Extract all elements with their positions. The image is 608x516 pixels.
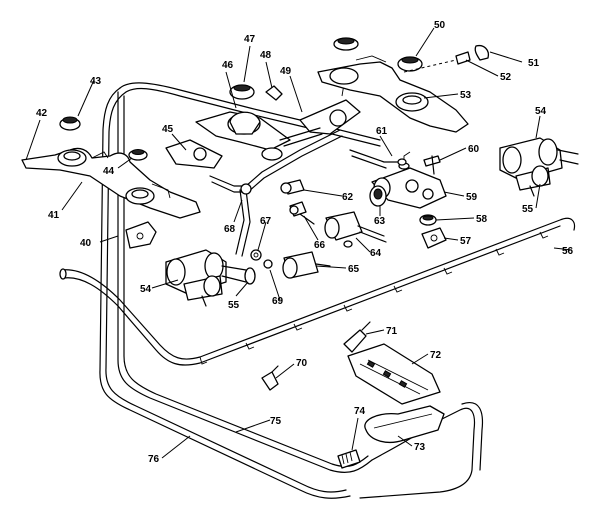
- callout-43: 43: [90, 76, 102, 87]
- callout-54-right: 54: [535, 106, 547, 117]
- clip-40: [125, 221, 157, 249]
- screw-60: [423, 155, 441, 175]
- callout-42: 42: [36, 108, 48, 119]
- callout-40: 40: [80, 238, 92, 249]
- bushing-58: [419, 214, 437, 226]
- callout-68: 68: [224, 224, 236, 235]
- valve-54-right: [499, 137, 579, 197]
- fitting-63: [369, 185, 387, 207]
- callout-51: 51: [528, 58, 540, 69]
- callout-47: 47: [244, 34, 256, 45]
- burner-center: [165, 111, 291, 169]
- burner-72: [347, 343, 441, 405]
- callout-57: 57: [460, 236, 472, 247]
- grommet-47: [229, 84, 255, 100]
- clip-51: [474, 44, 490, 61]
- grommet-44: [128, 149, 148, 161]
- callout-41: 41: [48, 210, 60, 221]
- callout-46: 46: [222, 60, 234, 71]
- callout-56: 56: [562, 246, 574, 257]
- manifold-pipe: [59, 217, 576, 366]
- regulator-59: [371, 151, 447, 209]
- tube-right: [359, 402, 484, 499]
- callout-59: 59: [466, 192, 478, 203]
- callout-73: 73: [414, 442, 426, 453]
- callout-71: 71: [386, 326, 398, 337]
- grommet-43: [59, 116, 81, 131]
- grommet-top: [333, 37, 359, 51]
- callout-60: 60: [468, 144, 480, 155]
- burner-right: [317, 55, 469, 133]
- tube-top: [119, 82, 381, 147]
- callout-44: 44: [103, 166, 115, 177]
- callout-72: 72: [430, 350, 442, 361]
- burner-left: [21, 147, 201, 219]
- callout-69: 69: [272, 296, 284, 307]
- callout-53: 53: [460, 90, 472, 101]
- callout-55-right: 55: [522, 204, 534, 215]
- orifice-74: [337, 449, 361, 469]
- callout-65: 65: [348, 264, 360, 275]
- clip-48: [265, 85, 283, 101]
- callout-75: 75: [270, 416, 282, 427]
- callout-48: 48: [260, 50, 272, 61]
- tube-76: [99, 87, 351, 499]
- valve-64: [324, 211, 387, 248]
- callout-49: 49: [280, 66, 292, 77]
- callout-61: 61: [376, 126, 388, 137]
- callout-66: 66: [314, 240, 326, 251]
- washer-69: [263, 259, 273, 269]
- fitting-66: [289, 201, 315, 225]
- tube-61: [349, 149, 407, 169]
- bracket-57: [421, 227, 447, 249]
- callout-74: 74: [354, 406, 366, 417]
- burner-73: [364, 405, 445, 444]
- clip-70: [261, 365, 279, 391]
- callout-54-left: 54: [140, 284, 152, 295]
- tube-68: [209, 129, 343, 257]
- valve-65: [282, 251, 331, 279]
- nut-67: [250, 249, 262, 261]
- fitting-49: [279, 83, 361, 147]
- bracket-71: [343, 321, 371, 353]
- callout-50: 50: [434, 20, 446, 31]
- callout-58: 58: [476, 214, 488, 225]
- callout-52: 52: [500, 72, 512, 83]
- callout-63: 63: [374, 216, 386, 227]
- callout-70: 70: [296, 358, 308, 369]
- callout-64: 64: [370, 248, 382, 259]
- screw-52: [455, 51, 471, 65]
- callout-76: 76: [148, 454, 160, 465]
- callout-62: 62: [342, 192, 354, 203]
- callout-67: 67: [260, 216, 272, 227]
- callout-45: 45: [162, 124, 174, 135]
- valve-54-left: [165, 249, 256, 307]
- leader-lines: [25, 27, 573, 459]
- fitting-62: [280, 179, 305, 195]
- callout-55-left: 55: [228, 300, 240, 311]
- callouts: 40 41 42 43 44 45 46 47 48 49 50 51 52 5…: [36, 20, 574, 465]
